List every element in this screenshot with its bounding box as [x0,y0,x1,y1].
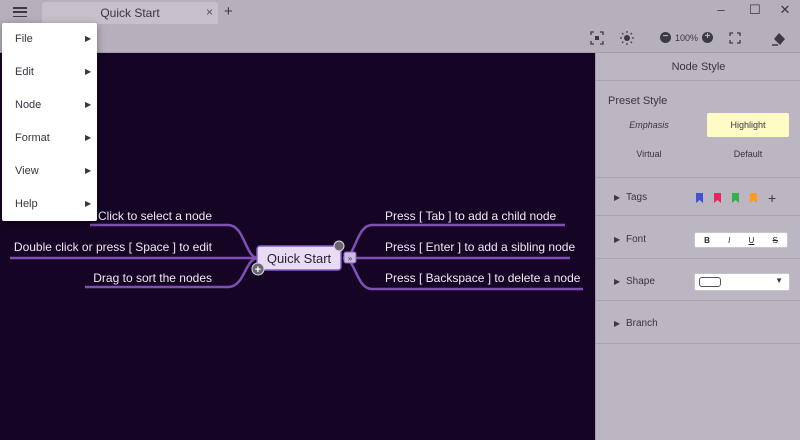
menu-item-edit[interactable]: Edit ▶ [2,56,97,89]
divider [596,300,800,301]
tag-red-icon[interactable] [714,193,721,203]
preset-style-label: Preset Style [608,95,668,107]
menu-item-help[interactable]: Help ▶ [2,188,97,221]
chevron-right-icon: ▶ [85,133,92,142]
menu-item-label: Help [15,198,38,210]
tab-title: Quick Start [100,6,160,20]
tag-orange-icon[interactable] [750,193,757,203]
theme-toggle-icon[interactable] [620,31,634,45]
underline-button[interactable]: U [748,235,755,245]
font-label: Font [626,234,647,245]
divider [596,177,800,178]
preset-emphasis-button[interactable]: Emphasis [629,120,669,130]
zoom-control: − 100% + [660,32,714,43]
expand-arrow-icon[interactable]: ▶ [614,235,621,244]
menu-item-label: File [15,33,33,45]
divider [596,343,800,344]
chevron-down-icon: ▼ [775,276,783,285]
zoom-in-icon[interactable]: + [702,32,714,43]
menu-item-format[interactable]: Format ▶ [2,122,97,155]
collapse-toggle-icon [343,251,357,264]
collapse-toggle-glyph: » [348,254,353,263]
preset-virtual-button[interactable]: Virtual [636,149,662,159]
italic-button[interactable]: I [728,235,731,245]
divider [596,258,800,259]
right-node-label-2: Press [ Enter ] to add a sibling node [385,240,575,254]
mindmap-canvas[interactable]: Quick Start + » Click to select a node D… [0,53,595,440]
divider [596,215,800,216]
add-node-plus: + [255,264,261,276]
rounded-rect-shape-icon [699,277,721,287]
mindmap-svg: Quick Start + » Click to select a node D… [10,209,583,291]
tags-label: Tags [626,192,648,203]
menu-item-view[interactable]: View ▶ [2,155,97,188]
right-node-label-1: Press [ Tab ] to add a child node [385,209,557,223]
root-node-box [256,245,342,271]
font-style-buttons: B I U S [694,232,788,248]
shape-select[interactable]: ▼ [694,273,790,291]
menu-item-label: Edit [15,66,34,78]
minimize-button[interactable]: – [717,2,725,17]
chevron-right-icon: ▶ [85,166,92,175]
menu-item-label: Format [15,132,50,144]
document-tab[interactable]: Quick Start × [42,2,218,24]
toolbar: − 100% + [0,24,800,53]
root-node-label: Quick Start [267,251,332,266]
tab-close-icon[interactable]: × [205,5,213,19]
left-node-label-2: Double click or press [ Space ] to edit [14,240,213,254]
drag-handle-icon [333,240,345,252]
left-node-label-1: Click to select a node [98,209,212,223]
preset-highlight-button[interactable]: Highlight [707,113,789,137]
menu-item-label: Node [15,99,42,111]
zoom-level: 100% [675,32,699,43]
menu-item-file[interactable]: File ▶ [2,23,97,56]
new-tab-button[interactable]: + [224,3,233,20]
chevron-right-icon: ▶ [85,34,92,43]
menu-item-node[interactable]: Node ▶ [2,89,97,122]
main-menu: File ▶ Edit ▶ Node ▶ Format ▶ View ▶ Hel… [2,23,97,221]
chevron-right-icon: ▶ [85,67,92,76]
hamburger-menu-icon[interactable] [10,5,30,19]
right-node-label-3: Press [ Backspace ] to delete a node [385,271,581,285]
tags-row[interactable]: ▶ Tags + [596,189,800,209]
shape-label: Shape [626,276,655,287]
fullscreen-icon[interactable] [728,31,742,45]
fit-view-icon[interactable] [590,31,604,45]
node-style-panel: Node Style Preset Style Emphasis Highlig… [595,53,800,440]
branch-row[interactable]: ▶ Branch [596,315,800,335]
tag-swatches: + [696,190,777,206]
strikethrough-button[interactable]: S [772,235,778,245]
maximize-button[interactable]: ☐ [749,2,761,17]
bold-button[interactable]: B [704,235,710,245]
expand-arrow-icon[interactable]: ▶ [614,277,621,286]
preset-default-button[interactable]: Default [733,149,763,159]
format-painter-icon[interactable] [770,31,788,46]
add-node-handle-icon [251,262,265,276]
chevron-right-icon: ▶ [85,199,92,208]
font-row[interactable]: ▶ Font B I U S [596,231,800,251]
menu-item-label: View [15,165,39,177]
add-tag-icon[interactable]: + [768,190,777,206]
shape-row[interactable]: ▶ Shape ▼ [596,273,800,293]
branch-label: Branch [626,318,658,329]
chevron-right-icon: ▶ [85,100,92,109]
left-node-label-3: Drag to sort the nodes [93,271,212,285]
tag-green-icon[interactable] [732,193,739,203]
title-bar: Quick Start × + – ☐ ✕ [0,0,800,24]
expand-arrow-icon[interactable]: ▶ [614,319,621,328]
panel-title: Node Style [596,53,800,81]
expand-arrow-icon[interactable]: ▶ [614,193,621,202]
close-window-button[interactable]: ✕ [779,2,791,17]
tag-blue-icon[interactable] [696,193,703,203]
zoom-out-icon[interactable]: − [660,32,671,43]
branch-line-left-3 [85,256,259,289]
